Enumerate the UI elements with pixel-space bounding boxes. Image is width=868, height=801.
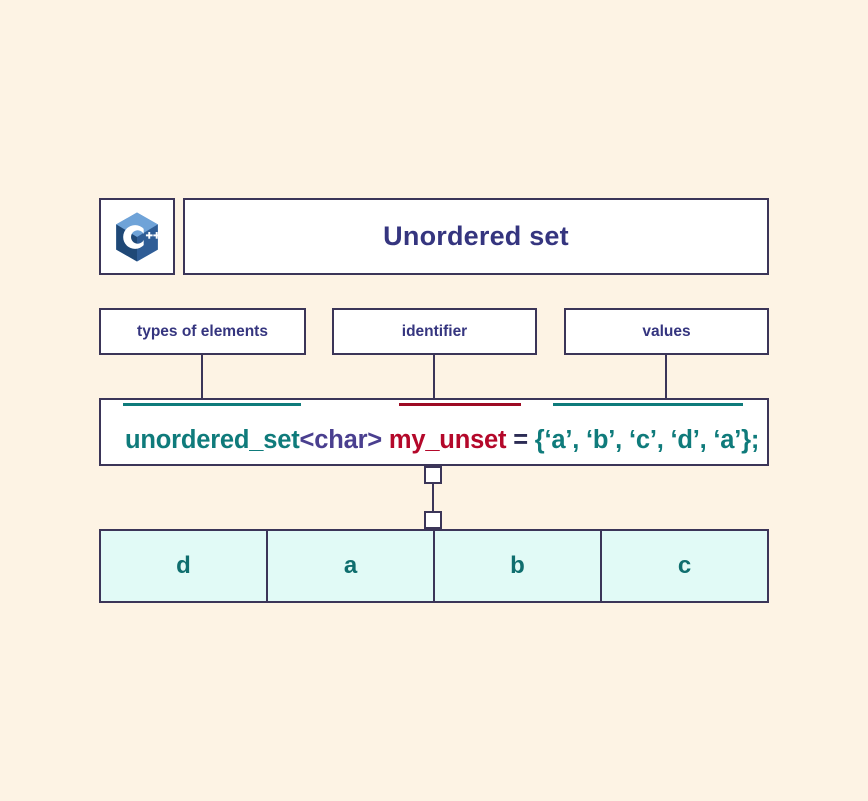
cpp-logo-icon: [116, 211, 161, 262]
connector-types-of-elements: [201, 355, 203, 403]
code-token-initializer: {‘a’, ‘b’, ‘c’, ‘d’, ‘a’};: [534, 426, 760, 454]
connector-identifier: [433, 355, 435, 403]
label-text-types-of-elements: types of elements: [137, 322, 268, 340]
link-node-bottom: [424, 511, 442, 529]
link-node-top: [424, 466, 442, 484]
code-token-identifier: my_unset: [388, 426, 507, 454]
code-token-template-param: <char>: [299, 426, 383, 454]
code-token-container-type: unordered_set: [125, 426, 300, 454]
set-element-cell: b: [435, 531, 602, 601]
code-statement-line: unordered_set<char> my_unset = {‘a’, ‘b’…: [125, 426, 759, 455]
set-element-cell: a: [268, 531, 435, 601]
label-box-identifier: identifier: [332, 308, 537, 355]
underline-types-of-elements: [123, 403, 301, 406]
underline-identifier: [399, 403, 521, 406]
page-title: Unordered set: [383, 221, 569, 251]
label-box-values: values: [564, 308, 769, 355]
connector-values: [665, 355, 667, 403]
underline-values: [553, 403, 743, 406]
code-statement-box: unordered_set<char> my_unset = {‘a’, ‘b’…: [99, 398, 769, 466]
code-token-assign: =: [506, 426, 535, 454]
label-text-identifier: identifier: [401, 322, 468, 340]
diagram-title-box: Unordered set: [183, 198, 769, 275]
set-element-cell: c: [677, 552, 692, 579]
set-element-cell: d: [101, 531, 268, 601]
label-text-values: values: [642, 322, 691, 340]
link-stem: [432, 484, 434, 511]
label-box-types-of-elements: types of elements: [99, 308, 306, 355]
cpp-logo-box: [99, 198, 175, 275]
set-elements-row: d a b c: [99, 529, 769, 603]
